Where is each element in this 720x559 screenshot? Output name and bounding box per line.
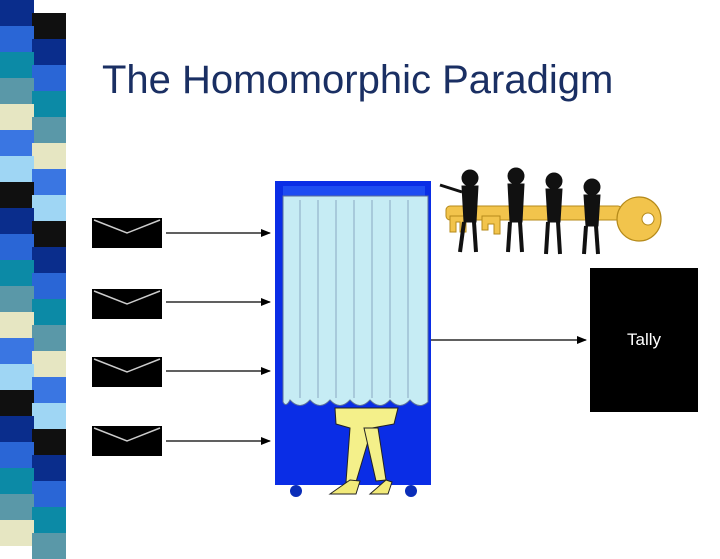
strip-square [0, 494, 34, 520]
strip-square [0, 130, 34, 156]
strip-square [0, 416, 34, 442]
strip-square [32, 403, 66, 429]
strip-square [32, 169, 66, 195]
slide-title: The Homomorphic Paradigm [102, 58, 614, 102]
strip-square [32, 247, 66, 273]
strip-square [32, 39, 66, 65]
tally-box [590, 268, 698, 412]
strip-square [32, 325, 66, 351]
strip-square [32, 429, 66, 455]
strip-square [0, 0, 34, 26]
strip-square [0, 78, 34, 104]
key-icon [445, 196, 662, 242]
strip-square [0, 468, 34, 494]
voter-legs-icon [328, 407, 399, 495]
trustee-figures-icon [439, 167, 601, 255]
tally-label: Tally [626, 330, 661, 349]
strip-square [32, 377, 66, 403]
strip-square [32, 481, 66, 507]
strip-square [32, 117, 66, 143]
decorative-strip [0, 0, 66, 559]
strip-square [0, 364, 34, 390]
strip-square [32, 455, 66, 481]
strip-square [0, 312, 34, 338]
strip-square [32, 273, 66, 299]
envelope-icon [92, 357, 162, 387]
envelope-icon [92, 218, 162, 248]
strip-square [0, 156, 34, 182]
strip-square [0, 442, 34, 468]
strip-square [32, 507, 66, 533]
strip-square [0, 234, 34, 260]
strip-square [0, 104, 34, 130]
strip-square [32, 91, 66, 117]
strip-square [0, 286, 34, 312]
strip-square [32, 221, 66, 247]
strip-square [32, 13, 66, 39]
strip-square [32, 299, 66, 325]
diagram [92, 167, 662, 497]
strip-square [0, 26, 34, 52]
strip-square [32, 351, 66, 377]
strip-square [32, 65, 66, 91]
strip-square [0, 338, 34, 364]
strip-square [0, 208, 34, 234]
strip-square [0, 260, 34, 286]
strip-square [0, 52, 34, 78]
envelope-icon [92, 289, 162, 319]
strip-square [0, 390, 34, 416]
strip-square [32, 143, 66, 169]
envelope-icon [92, 426, 162, 456]
strip-square [32, 195, 66, 221]
strip-square [0, 182, 34, 208]
